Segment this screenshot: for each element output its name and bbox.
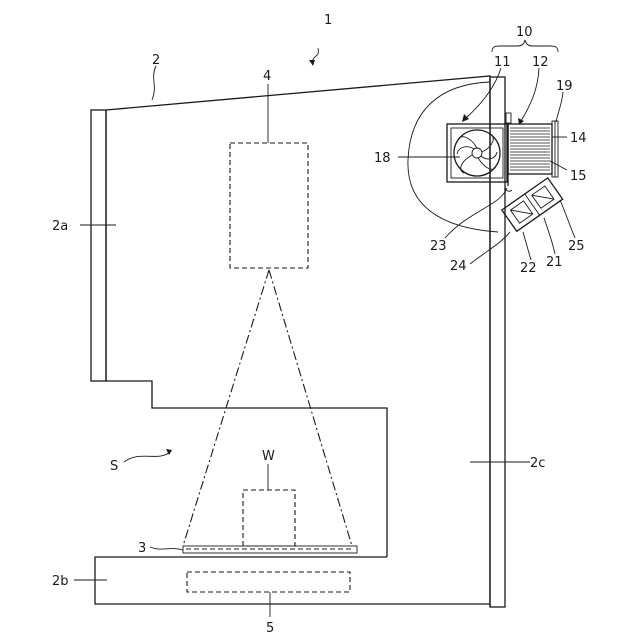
- label-part-25: 25: [568, 239, 585, 254]
- label-base: 2b: [52, 574, 69, 589]
- label-panel-left: 2a: [52, 219, 68, 234]
- label-part-14: 14: [570, 131, 587, 146]
- label-workpiece: W: [262, 449, 275, 464]
- leader-lines: [74, 40, 575, 617]
- label-part-18: 18: [374, 151, 391, 166]
- label-camera-unit: 4: [263, 69, 271, 84]
- reference-labels: 1 2 4 2a S W 3 2b 5 2c 10 11 12 19 14 15…: [52, 13, 587, 636]
- label-part-19: 19: [556, 79, 573, 94]
- base-block: [95, 557, 490, 604]
- lower-unit: [187, 572, 350, 592]
- label-stage: 3: [138, 541, 146, 556]
- label-part-15: 15: [570, 169, 587, 184]
- camera-unit: [230, 143, 308, 268]
- left-panel: [91, 110, 106, 381]
- label-part-24: 24: [450, 259, 467, 274]
- label-heat-sink: 12: [532, 55, 549, 70]
- label-housing: 2: [152, 53, 160, 68]
- label-space: S: [110, 459, 118, 474]
- label-part-23: 23: [430, 239, 447, 254]
- heat-sink: [505, 113, 558, 186]
- label-part-22: 22: [520, 261, 537, 276]
- connector-assembly: [502, 178, 563, 231]
- fan-icon: [447, 124, 507, 182]
- label-panel-right: 2c: [530, 456, 545, 471]
- label-fan: 11: [494, 55, 511, 70]
- label-part-21: 21: [546, 255, 563, 270]
- label-device: 1: [324, 13, 332, 28]
- label-cooling-unit: 10: [516, 25, 533, 40]
- label-lower-unit: 5: [266, 621, 274, 636]
- housing-outline: [91, 76, 505, 607]
- workpiece: [243, 490, 295, 546]
